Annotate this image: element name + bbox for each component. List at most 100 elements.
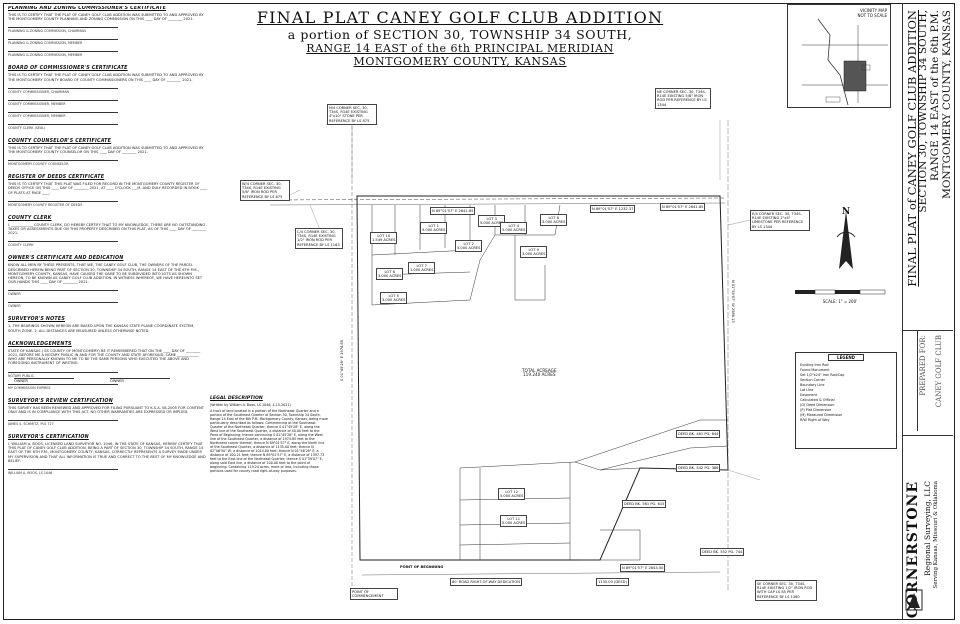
legend-item: (P) Plat Dimension [800,408,832,412]
pob-label: POINT OF BEGINNING [400,565,444,569]
legal-author: (Written by William A. Boos, LS 1046, 4-… [210,403,291,407]
legal-heading: LEGAL DESCRIPTION [210,396,263,401]
lot-acres: 5.000 ACRES [502,228,526,233]
certificate-heading: ACKNOWLEDGEMENTS [8,341,72,347]
firm-logo-icon [905,589,923,611]
signature-line: MY COMMISSION EXPIRES [8,383,118,390]
call-top-3: N 89°01'57" E 2641.85 [660,203,706,212]
certificate-heading: SURVEYOR'S REVIEW CERTIFICATION [8,398,113,404]
certificate-heading: PLANNING AND ZONING COMMISSIONER'S CERTI… [8,6,167,11]
certificate-body: THIS IS TO CERTIFY THAT THIS PLAT WAS FI… [8,182,208,195]
call-bottom-1: N 89°01'57" E 2843.50 [620,564,666,573]
north-arrow-icon [836,211,856,269]
certificate-heading: COUNTY CLERK [8,215,52,221]
legend-item: Found Monument [800,368,830,372]
lot-acres: 5.000 ACRES [502,521,526,526]
certificate-heading: REGISTER OF DEEDS CERTIFICATE [8,175,105,181]
signature-line: MONTGOMERY COUNTY REGISTER OF DEEDS [8,200,118,207]
legend-title: LEGEND [828,354,864,361]
row-label: 60' ROAD RIGHT-OF-WAY DEDICATION [450,578,522,587]
title-line-3: RANGE 14 EAST of the 6th PRINCIPAL MERID… [306,42,614,55]
certificates-column: PLANNING AND ZONING COMMISSIONER'S CERTI… [8,6,208,616]
revision-column [903,331,918,431]
lot-acres: 5.000 ACRES [457,246,481,251]
firm-title-block: PREPARED FOR: CANEY GOLF CLUB CORNERSTON… [902,330,953,619]
scale-label: SCALE: 1" = 200' [822,299,858,304]
north-road [269,197,726,201]
title-line-1: FINAL PLAT CANEY GOLF CLUB ADDITION [256,8,664,27]
lot-acres: 3.000 ACRES [542,220,566,225]
corner-nw-note: N/4 CORNER SEC. 30, T34S, R14E EXISTING … [327,104,377,125]
lot-acres: 3.000 ACRES [522,252,546,257]
legend-item: Boundary Line [800,383,825,387]
call-side-2: N 01°59'07" W 2588.13 [731,280,736,323]
owner-sig-2: OWNER [110,378,170,383]
legend-item: Section Corner [800,378,826,382]
legend-item: (M) Measured Dimension [800,413,843,417]
deed-ref-4: DEED BK. 561 PG. 615 [622,500,667,509]
scale-bar: SCALE: 1" = 200' [790,288,890,304]
lot-name: LOT 9 [528,248,539,252]
certificate-body: I, WILLIAM A. BOOS, LICENSED LAND SURVEY… [8,442,206,463]
deed-ref-2: DEED BK. 542 PG. 386 [676,464,721,473]
certificate-body: THIS IS TO CERTIFY THAT THE PLAT OF CANE… [8,145,204,155]
lot-name: LOT 11 [507,517,520,521]
owner-sig-1: OWNER [14,378,74,383]
signature-line: JAMES S. SCHMITZ, PLS 727 [8,420,118,426]
legend-item: (D) Deed Dimension [800,403,835,407]
legal-body: A tract of land located in a portion of … [210,409,328,473]
side-title-block: FINAL PLAT of CANEY GOLF CLUB ADDITION S… [902,4,953,330]
plat-title-block: FINAL PLAT CANEY GOLF CLUB ADDITION a po… [250,8,670,68]
lot-name: LOT 2 [463,242,474,246]
title-line-4: MONTGOMERY COUNTY, KANSAS [353,55,567,68]
certificate-body: THIS IS TO CERTIFY THAT THE PLAT OF CANE… [8,73,204,82]
legend-item: Lot Line [800,388,814,392]
corner-e-note: E/4 CORNER SEC. 30, T34S, R14E EXISTING … [750,210,810,231]
certificate-body: THIS IS TO CERTIFY THAT THE PLAT OF CANE… [8,13,204,22]
lot-name: LOT 1 [428,224,439,228]
signature-line: COUNTY COMMISSIONER, CHAIRMAN [8,87,118,94]
signature-line: OWNER [8,290,118,296]
lot-name: LOT 6 [384,270,395,274]
corner-ne-note: NE CORNER SEC. 30, T34S, R14E EXISTING 5… [655,88,711,109]
southeast-lots [459,419,729,561]
lot-acres: 1.549 ACRES [372,238,396,243]
legend-item: Easement [800,393,817,397]
certificate-heading: SURVEYOR'S CERTIFICATION [8,435,89,441]
divider [903,435,953,436]
corner-w-note: W/4 CORNER SEC. 30, T34S, R14E EXISTING … [240,180,290,201]
corner-se-note: SE CORNER SEC. 30, T34S, R14E EXISTING 1… [755,580,817,601]
legend-item: R/W Right of Way [800,418,830,422]
lot-name: LOT 3 [486,217,497,221]
certificate-heading: OWNER'S CERTIFICATE AND DEDICATION [8,256,124,262]
certificate-body: I, ____________ COUNTY CLERK, DO HEREBY … [8,222,207,236]
signature-line: PLANNING & ZONING COMMISSION, MEMBER [8,51,118,57]
call-bottom-2: 1135.00 (DEED) [596,578,629,587]
certificate-body: KNOW ALL MEN BY THESE PRESENTS, THAT WE,… [8,263,203,285]
certificate-heading: COUNTY COUNSELOR'S CERTIFICATE [8,138,112,144]
lot-name: LOT 10 [377,234,390,238]
lot-name: LOT 5 [388,294,399,298]
lot-acres: 5.000 ACRES [500,494,524,499]
signature-line: COUNTY COMMISSIONER, MEMBER [8,99,118,106]
signature-line: NOTARY PUBLIC [8,371,118,378]
corner-c-note: C/4 CORNER SEC. 30, T34S, R14E EXISTING … [295,228,343,249]
